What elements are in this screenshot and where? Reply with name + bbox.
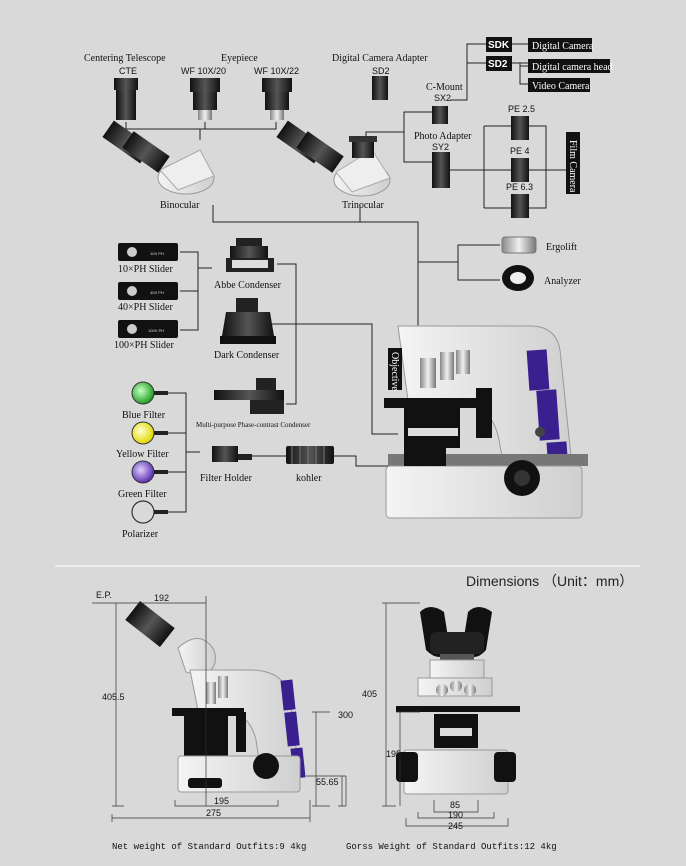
dimensions-title: Dimensions （Unit：mm） — [466, 573, 633, 589]
objective-label: Objective — [389, 352, 400, 391]
mppc-label: Multi-purpose Phase-contrast Condenser — [196, 421, 311, 429]
centering-telescope-icon — [114, 78, 138, 120]
binocular-label: Binocular — [160, 200, 200, 211]
sdk-box — [486, 37, 512, 52]
digital-camera-box — [528, 38, 592, 52]
svg-text:10X PH: 10X PH — [150, 251, 164, 256]
dim-190: 190 — [448, 810, 463, 820]
cte-label: CTE — [119, 66, 137, 76]
filter-holder-label: Filter Holder — [200, 473, 253, 484]
pe25-label: PE 2.5 — [508, 104, 535, 114]
filter-holder-icon — [212, 446, 252, 462]
dim-300: 300 — [338, 710, 353, 720]
side-dim-lines — [92, 596, 347, 822]
ep-label: E.P. — [96, 590, 112, 600]
gross-weight: Gorss Weight of Standard Outfits:12 4kg — [346, 842, 557, 852]
dim-405-5: 405.5 — [102, 692, 125, 702]
dca-label: Digital Camera Adapter — [332, 53, 428, 64]
digital-camera-head-box — [528, 59, 610, 73]
dim-55-65: 55.65 — [316, 777, 339, 787]
green-filter-icon — [131, 460, 155, 484]
sx2-label: SX2 — [434, 93, 451, 103]
svg-text:100X PH: 100X PH — [148, 328, 164, 333]
side-view-microscope-icon — [125, 600, 306, 793]
mppc-icon — [214, 378, 284, 414]
eyepiece-20-icon — [190, 78, 220, 120]
digital-camera-head-label: Digital camera head — [532, 62, 613, 73]
kohler-icon — [286, 446, 334, 464]
pe4-label: PE 4 — [510, 146, 530, 156]
trinocular-head-icon — [276, 120, 391, 197]
pe63-icon — [511, 194, 529, 218]
ergolift-label: Ergolift — [546, 242, 577, 253]
yellow-filter-icon — [131, 421, 155, 445]
blue-filter-icon — [131, 381, 155, 405]
centering-telescope-label: Centering Telescope — [84, 53, 166, 64]
video-camera-label: Video Camera — [532, 81, 590, 92]
dark-condenser-label: Dark Condenser — [214, 350, 280, 361]
kohler-label: kohler — [296, 473, 322, 484]
photo-adapter-label: Photo Adapter — [414, 131, 472, 142]
analyzer-icon — [502, 265, 534, 291]
wf22-label: WF 10X/22 — [254, 66, 299, 76]
ph10-slider-icon: 10X PH — [118, 243, 178, 261]
dim-245: 245 — [448, 821, 463, 831]
dim-85: 85 — [450, 800, 460, 810]
ph100-label: 100×PH Slider — [114, 340, 174, 351]
objective-box — [388, 348, 402, 390]
dim-195b: 195 — [386, 749, 401, 759]
dim-275: 275 — [206, 808, 221, 818]
sd2-box — [486, 56, 512, 71]
pe4-icon — [511, 158, 529, 182]
sd2-adapter-icon — [372, 76, 388, 100]
dim-195a: 195 — [214, 796, 229, 806]
ph100-slider-icon: 100X PH — [118, 320, 178, 338]
sd2-box-label: SD2 — [488, 59, 508, 70]
sy2-label: SY2 — [432, 142, 449, 152]
photo-adapter-icon — [432, 152, 450, 188]
film-camera-box — [566, 132, 580, 194]
film-camera-label: Film Camera — [567, 140, 578, 193]
ph10-label: 10×PH Slider — [118, 264, 173, 275]
eyepiece-22-icon — [262, 78, 292, 120]
front-view-microscope-icon — [396, 607, 520, 795]
eyepiece-label: Eyepiece — [221, 53, 258, 64]
abbe-label: Abbe Condenser — [214, 280, 282, 291]
ergolift-icon — [501, 236, 537, 254]
polarizer-icon — [131, 500, 155, 524]
front-dim-lines — [382, 602, 509, 827]
green-filter-label: Green Filter — [118, 489, 167, 500]
video-camera-box — [528, 78, 590, 92]
pe63-label: PE 6.3 — [506, 182, 533, 192]
polarizer-label: Polarizer — [122, 529, 159, 540]
main-microscope-icon — [384, 325, 588, 519]
dim-405: 405 — [362, 689, 377, 699]
ph40-label: 40×PH Slider — [118, 302, 173, 313]
cmount-label: C-Mount — [426, 82, 463, 93]
blue-filter-label: Blue Filter — [122, 410, 166, 421]
digital-camera-label: Digital Camera — [532, 41, 594, 52]
wf20-label: WF 10X/20 — [181, 66, 226, 76]
svg-text:40X PH: 40X PH — [150, 290, 164, 295]
cmount-icon — [432, 106, 448, 124]
ph40-slider-icon: 40X PH — [118, 282, 178, 300]
dark-condenser-icon — [220, 298, 276, 344]
sdk-box-label: SDK — [488, 40, 510, 51]
sd2-label: SD2 — [372, 66, 390, 76]
binocular-head-icon — [102, 120, 215, 195]
dim-192: 192 — [154, 593, 169, 603]
yellow-filter-label: Yellow Filter — [116, 449, 169, 460]
net-weight: Net weight of Standard Outfits:9 4kg — [112, 842, 306, 852]
pe25-icon — [511, 116, 529, 140]
analyzer-label: Analyzer — [544, 276, 581, 287]
abbe-condenser-icon — [226, 238, 274, 272]
trinocular-label: Trinocular — [342, 200, 385, 211]
